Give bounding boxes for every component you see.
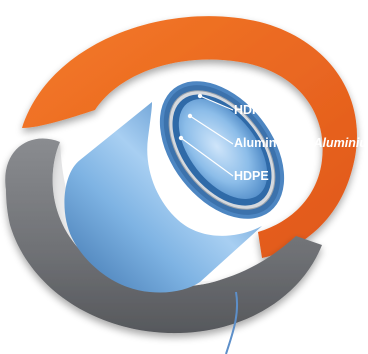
layer-label-inner: HDPE [234, 169, 269, 183]
leader-line-3 [180, 137, 234, 177]
layer-label-middle-primary: Aluminum [234, 136, 295, 150]
layer-label-middle-separator: / [303, 136, 307, 150]
leader-dots [178, 93, 203, 141]
orange-arc-shape [22, 16, 357, 258]
leader-line-2 [189, 115, 234, 145]
leader-dot-2 [187, 113, 193, 119]
layer-label-middle-alt: Aluminium [313, 136, 368, 150]
leader-lines [180, 95, 234, 177]
leader-dot-3 [178, 135, 184, 141]
layer-label-middle: Aluminum / Aluminium [234, 134, 368, 151]
layer-label-outer: HDPE [234, 103, 269, 117]
wire-line [225, 291, 239, 354]
leader-line-1 [199, 95, 234, 111]
gray-arc-shape [5, 138, 322, 334]
pipe-lumen [178, 98, 268, 200]
leader-dot-1 [197, 93, 203, 99]
pipe-body [64, 102, 262, 293]
